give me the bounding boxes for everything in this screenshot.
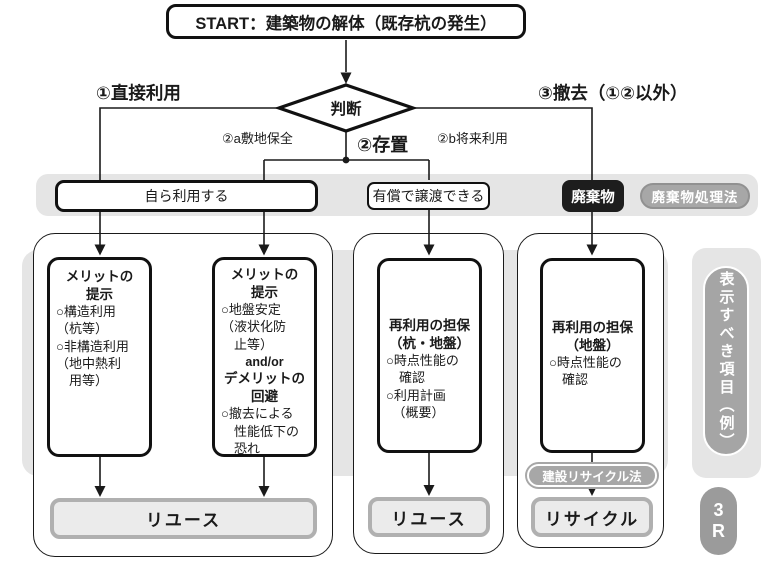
waste-law-pill: 廃棄物処理法 xyxy=(640,183,750,209)
start-label: START：建築物の解体（既存杭の発生） xyxy=(195,14,497,33)
junction-dot xyxy=(342,156,350,164)
column-body: ○時点性能の 確認 xyxy=(549,355,622,388)
column-body-2: ○撤去による 性能低下の 恐れ xyxy=(221,406,300,456)
result-reuse-1: リユース xyxy=(50,498,317,539)
branch-2a-label: ②a敷地保全 xyxy=(222,131,293,146)
column-title: 再利用の担保 （地盤） xyxy=(552,320,633,353)
column-title: メリットの 提示 xyxy=(230,267,299,300)
start-node: START：建築物の解体（既存杭の発生） xyxy=(166,4,526,39)
result-recycle: リサイクル xyxy=(531,497,653,537)
branch-1-label: ①直接利用 xyxy=(96,83,181,103)
column-body: ○時点性能の 確認 ○利用計画 （概要） xyxy=(386,353,459,420)
result-reuse-2: リユース xyxy=(368,497,490,537)
branch-2b-label: ②b将来利用 xyxy=(437,131,508,146)
column-body: ○構造利用 （杭等） ○非構造利用 （地中熱利 用等） xyxy=(56,304,129,389)
column-body: ○地盤安定 （液状化防 止等） xyxy=(221,302,287,352)
three-r-badge: 3 R xyxy=(700,487,737,555)
column-box-guarantee-pile-ground: 再利用の担保 （杭・地盤） ○時点性能の 確認 ○利用計画 （概要） xyxy=(377,258,482,453)
column-title: メリットの 提示 xyxy=(65,269,134,302)
column-box-merit-keep: メリットの 提示 ○地盤安定 （液状化防 止等） and/or デメリットの 回… xyxy=(212,257,317,457)
waste-box: 廃棄物 xyxy=(562,180,624,212)
column-box-guarantee-ground: 再利用の担保 （地盤） ○時点性能の 確認 xyxy=(540,258,645,453)
branch-3-label: ③撤去（①②以外） xyxy=(538,83,688,103)
column-title: 再利用の担保 （杭・地盤） xyxy=(389,318,470,351)
column-title-2: デメリットの 回避 xyxy=(224,371,305,404)
andor-label: and/or xyxy=(245,354,284,369)
branch-2-label: ②存置 xyxy=(357,135,409,155)
display-items-pill: 表示すべき項目（例） xyxy=(703,266,749,456)
arrowhead xyxy=(340,72,352,84)
paid-transfer-box: 有償で譲渡できる xyxy=(367,182,490,210)
construction-recycle-law-pill: 建設リサイクル法 xyxy=(527,464,657,487)
self-use-box: 自ら利用する xyxy=(55,180,318,212)
decision-label: 判断 xyxy=(330,101,362,118)
column-box-merit-direct: メリットの 提示 ○構造利用 （杭等） ○非構造利用 （地中熱利 用等） xyxy=(47,257,152,457)
